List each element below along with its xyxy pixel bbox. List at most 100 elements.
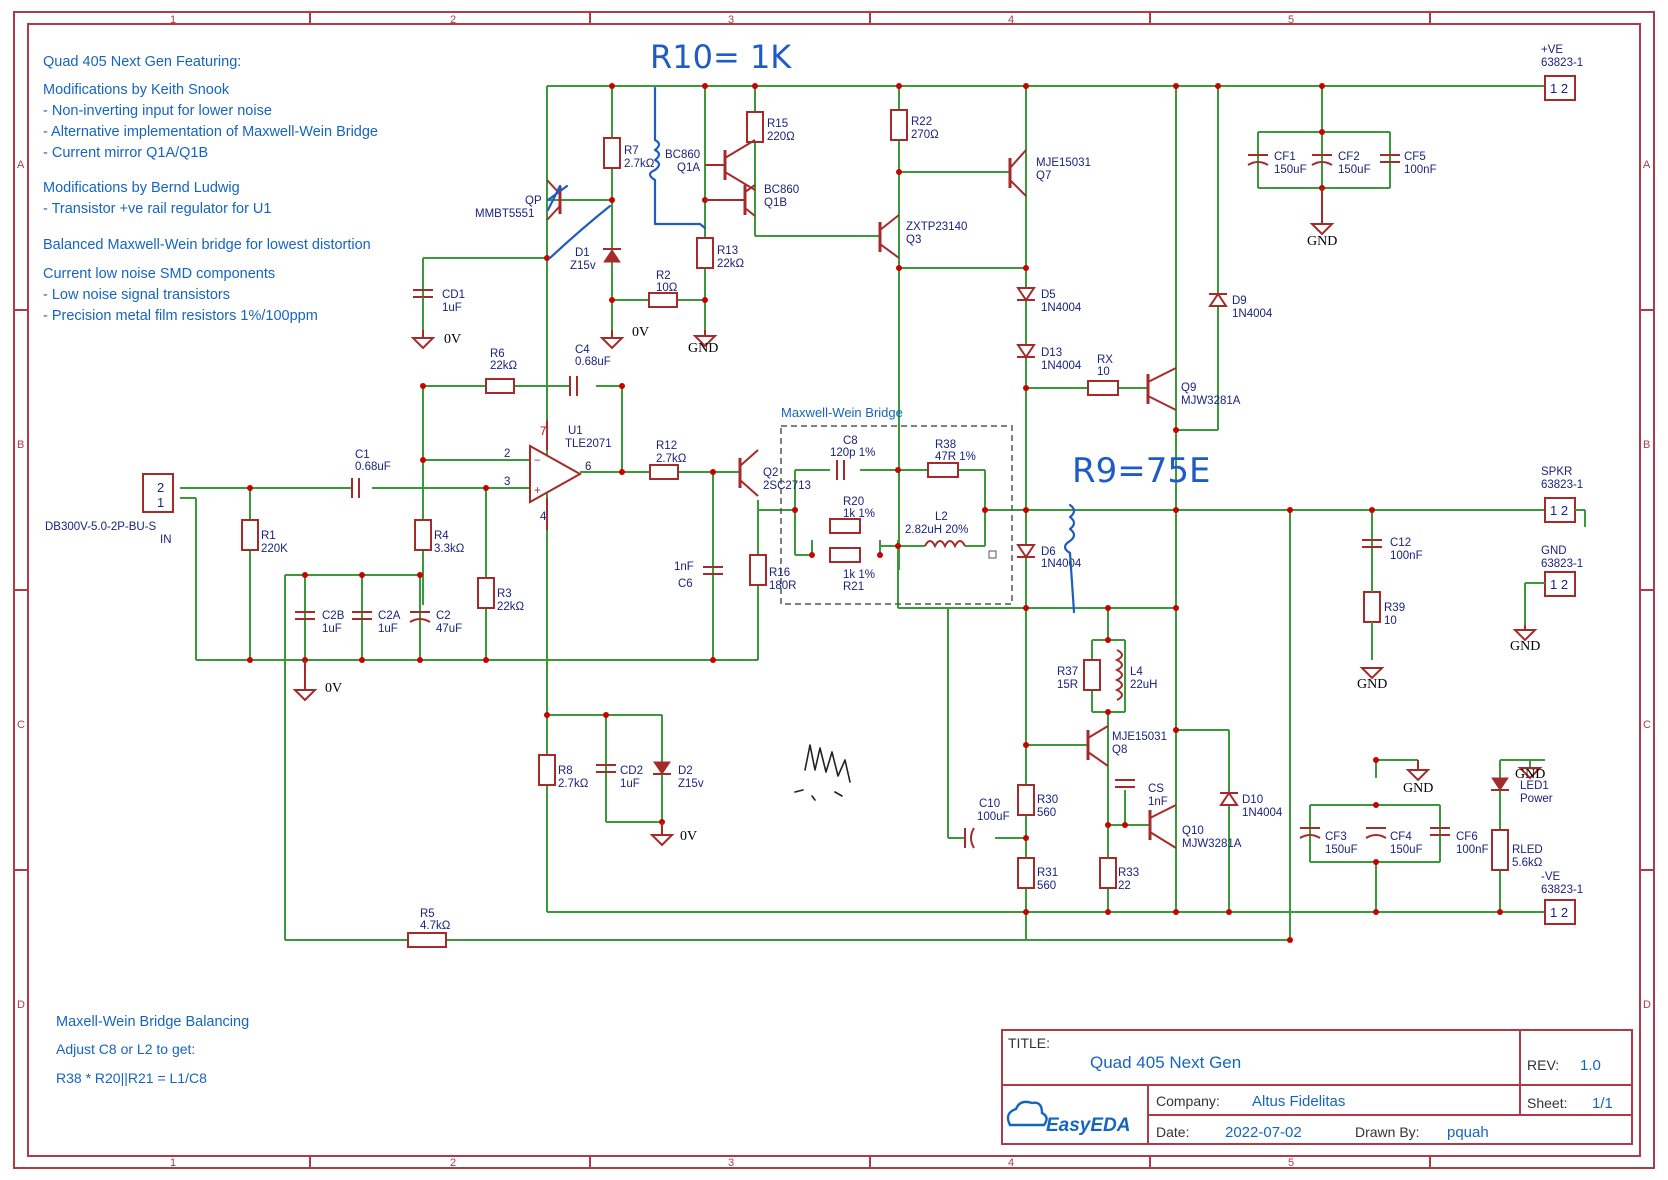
notes-bernd-heading: Modifications by Bernd Ludwig <box>43 180 240 196</box>
components-r15-1-label: 220Ω <box>767 131 795 143</box>
notes-keith-1: - Non-inverting input for lower noise <box>43 103 272 119</box>
components-r6-0-label: R6 <box>490 348 505 360</box>
components-cd2-0-label: CD2 <box>620 765 643 777</box>
opamp-u1: − + <box>529 420 583 530</box>
notes-balanced: Balanced Maxwell-Wein bridge for lowest … <box>43 237 371 253</box>
components-c8-0-label: C8 <box>843 435 858 447</box>
components-d13-1-label: 1N4004 <box>1041 360 1082 372</box>
pin-labels-u1-7-label: 7 <box>540 426 546 438</box>
components-q3-0-label: ZXTP23140 <box>906 221 967 233</box>
bridge-note-line1: Adjust C8 or L2 to get: <box>56 1041 195 1057</box>
connectors-gnd-1-label: 63823-1 <box>1541 558 1583 570</box>
components-q10-1-label: MJW3281A <box>1182 838 1242 850</box>
frame-col-2: 2 <box>450 14 456 26</box>
pin-labels-u1-2-label: 2 <box>504 448 510 460</box>
components-c10-1-label: 100uF <box>977 811 1010 823</box>
components-c10-0-label: C10 <box>979 798 1000 810</box>
frame-col-2b: 2 <box>450 1157 456 1169</box>
components-rled-0-label: RLED <box>1512 844 1543 856</box>
resistors <box>241 109 1509 948</box>
frame-row-b: B <box>17 439 24 451</box>
wires <box>180 85 1578 941</box>
components-r33-0-label: R33 <box>1118 867 1139 879</box>
frame-col-5: 5 <box>1288 14 1294 26</box>
components-d1-1-label: Z15v <box>570 260 596 272</box>
components-q2-1-label: 2SC2713 <box>763 480 811 492</box>
components-q3-1-label: Q3 <box>906 234 921 246</box>
handwritten-r9: R9=75E <box>1072 451 1211 491</box>
maxwell-wein-bridge-box <box>780 425 1013 605</box>
company-label: Company: <box>1156 1093 1220 1109</box>
text-label: 1 2 <box>1550 577 1568 592</box>
components-cs-1-label: 1nF <box>1148 796 1168 808</box>
text-label: 1 2 <box>1550 81 1568 96</box>
title-block: TITLE: Quad 405 Next Gen REV: 1.0 Compan… <box>1001 1029 1633 1145</box>
components-cd1-0-label: CD1 <box>442 289 465 301</box>
components-c4-0-label: C4 <box>575 344 590 356</box>
components-c1-0-label: C1 <box>355 449 370 461</box>
components-r38-0-label: R38 <box>935 439 956 451</box>
components-cf3-1-label: 150uF <box>1325 844 1358 856</box>
resistor-r21 <box>829 547 861 563</box>
notes-keith-2: - Alternative implementation of Maxwell-… <box>43 124 378 140</box>
components-cf6-0-label: CF6 <box>1456 831 1478 843</box>
components-led1-1-label: Power <box>1520 793 1553 805</box>
components-d9-1-label: 1N4004 <box>1232 308 1273 320</box>
drawn-label: Drawn By: <box>1355 1124 1420 1140</box>
components-l4-0-label: L4 <box>1130 666 1143 678</box>
label-0v-1: 0V <box>444 332 461 347</box>
components-q1a-1-label: Q1A <box>677 162 700 174</box>
components-c12-1-label: 100nF <box>1390 550 1423 562</box>
pin-labels-u1-6-label: 6 <box>585 461 591 473</box>
components-qp-1-label: MMBT5551 <box>475 208 534 220</box>
frame-row-c-r: C <box>1643 719 1651 731</box>
notes-bernd-1: - Transistor +ve rail regulator for U1 <box>43 201 271 217</box>
components-cf3-0-label: CF3 <box>1325 831 1347 843</box>
connectors-gnd-0-label: GND <box>1541 545 1567 557</box>
resistor-r8 <box>538 754 556 786</box>
notes-current-2: - Precision metal film resistors 1%/100p… <box>43 308 318 324</box>
components-c6-1-label: C6 <box>678 578 693 590</box>
resistor-r16 <box>749 554 767 586</box>
components-cf4-1-label: 150uF <box>1390 844 1423 856</box>
components-q10-0-label: Q10 <box>1182 825 1204 837</box>
label-0v-2: 0V <box>632 325 649 340</box>
components-cf6-1-label: 100nF <box>1456 844 1489 856</box>
resistor-r13 <box>696 237 714 269</box>
handwritten-r10: R10= 1K <box>650 38 792 76</box>
components-cf2-1-label: 150uF <box>1338 164 1371 176</box>
components-r16-0-label: R16 <box>769 567 790 579</box>
resistor-r12 <box>649 464 679 480</box>
rev-label: REV: <box>1527 1057 1559 1073</box>
drawing-frame: 1 2 3 4 5 1 2 3 4 5 A B C D A B C D <box>13 11 1655 1169</box>
text-label: 1 2 <box>1550 905 1568 920</box>
frame-col-4b: 4 <box>1008 1157 1014 1169</box>
components-u1-1-label: TLE2071 <box>565 438 612 450</box>
components-r8-1-label: 2.7kΩ <box>558 778 589 790</box>
frame-row-c: C <box>17 719 25 731</box>
components-d10-1-label: 1N4004 <box>1242 807 1283 819</box>
frame-col-3: 3 <box>728 14 734 26</box>
inductors <box>924 540 1123 701</box>
resistor-r4 <box>414 519 432 551</box>
components-r5-0-label: R5 <box>420 908 435 920</box>
components-rx-1-label: 10 <box>1097 366 1110 378</box>
frame-col-4: 4 <box>1008 14 1014 26</box>
frame-row-a: A <box>17 159 25 171</box>
resistor-rx <box>1087 380 1119 396</box>
frame-row-d-r: D <box>1643 999 1651 1011</box>
pin-labels-u1-4-label: 4 <box>540 511 547 523</box>
components-r12-0-label: R12 <box>656 440 677 452</box>
components-r39-0-label: R39 <box>1384 602 1405 614</box>
label-0v-3: 0V <box>325 681 342 696</box>
resistor-r5 <box>407 932 447 948</box>
text-label: 2 <box>157 480 164 495</box>
label-gnd-4: GND <box>1510 639 1540 654</box>
drawn-value: pquah <box>1447 1124 1489 1141</box>
components-l2-0-label: L2 <box>935 511 948 523</box>
components-r2-0-label: R2 <box>656 270 671 282</box>
sheet-label: Sheet: <box>1527 1095 1567 1111</box>
notes-title: Quad 405 Next Gen Featuring: <box>43 54 241 70</box>
